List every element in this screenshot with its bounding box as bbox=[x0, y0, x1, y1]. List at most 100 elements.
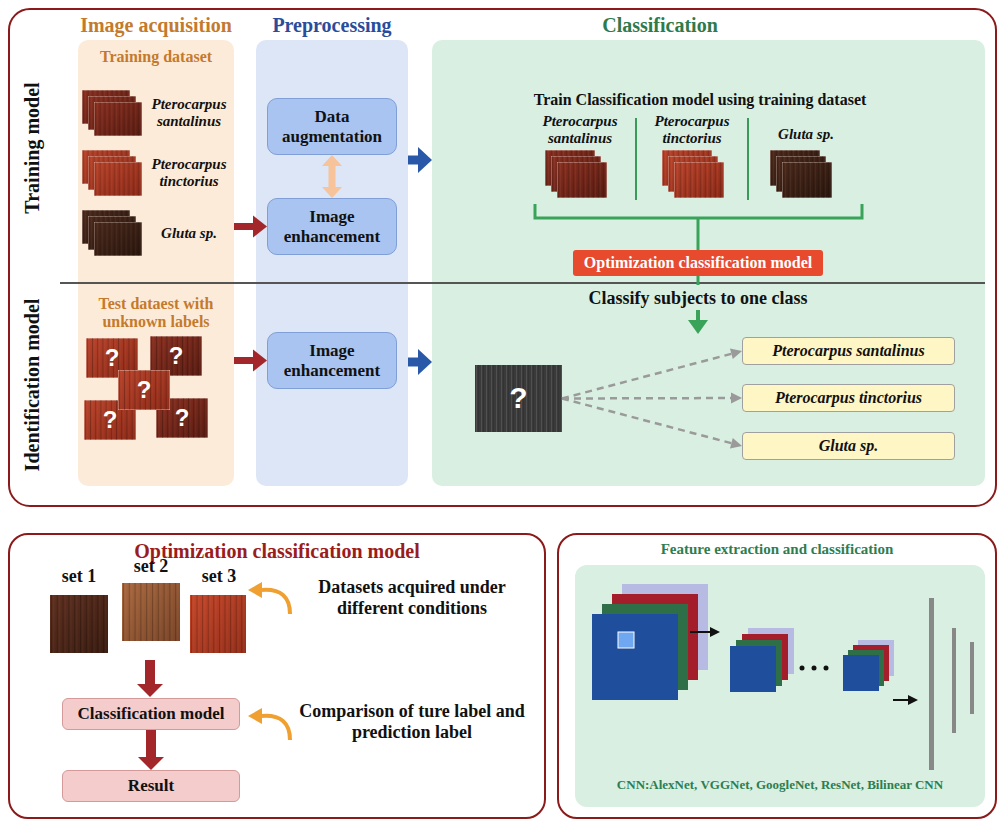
curved-arrow bbox=[262, 590, 290, 614]
arrow-head bbox=[253, 216, 267, 238]
connector bbox=[562, 399, 742, 449]
curved-arrow bbox=[262, 716, 290, 740]
wood-sample-stack bbox=[674, 162, 724, 198]
dataset-images bbox=[122, 583, 180, 641]
process-box: Image enhancement bbox=[267, 198, 397, 255]
set-label: set 2 bbox=[116, 556, 186, 577]
wood-sample-stack bbox=[82, 150, 142, 196]
classify-arrow bbox=[688, 320, 708, 334]
species-label: Pterocarpus santalinus bbox=[530, 113, 630, 148]
test-image-texture bbox=[475, 365, 562, 432]
column-heading: Image acquisition bbox=[51, 14, 261, 37]
species-label: Pterocarpus tinctorius bbox=[145, 156, 233, 191]
connector bbox=[234, 350, 267, 372]
connector-line bbox=[329, 165, 336, 188]
arrow-head bbox=[731, 393, 742, 404]
unknown-mark: ? bbox=[129, 376, 159, 404]
box-text: Result bbox=[122, 776, 180, 796]
dataset-images bbox=[190, 595, 246, 653]
process-box: Classification model bbox=[62, 698, 240, 730]
class-box: Gluta sp. bbox=[742, 432, 955, 460]
wood-sample-stack bbox=[94, 222, 142, 256]
cnn-layers bbox=[952, 628, 956, 733]
cnn-layers bbox=[843, 655, 879, 691]
connector-line bbox=[234, 223, 254, 230]
box-text: Image enhancement bbox=[268, 341, 396, 380]
curved-arrow bbox=[248, 582, 262, 598]
box-text: Image enhancement bbox=[268, 207, 396, 246]
row-label: Training model bbox=[21, 28, 44, 268]
box-text: Pterocarpus santalinus bbox=[766, 342, 930, 360]
step-heading: Train Classification model using trainin… bbox=[480, 91, 920, 109]
connector-line bbox=[408, 156, 419, 165]
cnn-layers bbox=[690, 631, 712, 633]
arrow-head bbox=[138, 757, 164, 770]
connector-line bbox=[234, 357, 254, 364]
box-text: Classification model bbox=[72, 704, 231, 724]
unknown-mark: ? bbox=[95, 406, 125, 434]
cnn-layers bbox=[893, 699, 910, 701]
set-label: set 1 bbox=[44, 566, 114, 587]
species-label: Pterocarpus santalinus bbox=[145, 96, 233, 131]
class-separator bbox=[635, 118, 637, 200]
process-box: Result bbox=[62, 770, 240, 802]
arrow-head bbox=[730, 348, 742, 359]
cnn-layers bbox=[970, 642, 974, 714]
box-text: Pterocarpus tinctorius bbox=[769, 389, 928, 407]
wood-sample-stack bbox=[782, 162, 832, 198]
arrow-head bbox=[253, 350, 267, 372]
cnn-layers bbox=[710, 627, 720, 637]
box-text: Data augmentation bbox=[268, 107, 396, 146]
connector bbox=[322, 155, 342, 198]
wood-sample-stack bbox=[662, 150, 724, 198]
unknown-mark: ? bbox=[167, 404, 197, 432]
step-heading: Classify subjects to one class bbox=[538, 288, 858, 309]
cnn-layers bbox=[618, 632, 634, 648]
box-text: Optimization classification model bbox=[578, 254, 818, 272]
dataset-images bbox=[50, 595, 108, 653]
unknown-wood-sample bbox=[118, 370, 170, 410]
species-label: Pterocarpus tinctorius bbox=[642, 113, 742, 148]
cnn-layers bbox=[929, 598, 934, 770]
panel-title: Feature extraction and classification bbox=[567, 541, 987, 558]
species-label: Gluta sp. bbox=[756, 126, 856, 143]
class-box: Pterocarpus tinctorius bbox=[742, 384, 955, 412]
class-box: Pterocarpus santalinus bbox=[742, 337, 955, 365]
down-arrow bbox=[145, 660, 155, 684]
unknown-mark: ? bbox=[97, 344, 127, 372]
arrow-head bbox=[418, 147, 432, 173]
arrow-head bbox=[730, 438, 742, 449]
panel-title: Optimization classification model bbox=[67, 540, 487, 563]
wood-sample-stack bbox=[557, 162, 607, 198]
connector-line bbox=[562, 354, 732, 399]
cnn-layers bbox=[730, 646, 776, 692]
down-arrow bbox=[137, 660, 163, 697]
cnn-layers bbox=[592, 584, 974, 770]
section-heading: Training dataset bbox=[81, 48, 231, 66]
connector bbox=[562, 393, 742, 404]
unknown-wood-sample bbox=[84, 336, 208, 440]
process-box: Image enhancement bbox=[267, 332, 397, 389]
wood-sample-stack bbox=[94, 102, 142, 136]
species-label: Gluta sp. bbox=[145, 225, 233, 242]
note-label: Comparison of ture label and prediction … bbox=[295, 701, 530, 742]
cnn-layers bbox=[592, 614, 678, 700]
dataset-images bbox=[50, 583, 246, 653]
cnn-layers bbox=[812, 666, 817, 671]
cnn-layers bbox=[908, 695, 918, 705]
note-label: Datasets acquired under different condit… bbox=[295, 577, 530, 618]
column-band: PreprocessingData augmentationImage enha… bbox=[256, 40, 408, 486]
arrow-head bbox=[418, 349, 432, 375]
curved-arrow bbox=[248, 708, 262, 724]
connector-line bbox=[146, 730, 156, 758]
wood-sample-stack bbox=[82, 210, 142, 256]
model-list: CNN:AlexNet, VGGNet, GoogleNet, ResNet, … bbox=[580, 778, 980, 793]
cnn-area bbox=[575, 565, 985, 807]
connector bbox=[408, 147, 432, 173]
connector-line bbox=[562, 399, 732, 444]
section-heading: Test dataest with unknown labels bbox=[86, 295, 226, 332]
connector bbox=[408, 349, 432, 375]
box-text: ? bbox=[503, 381, 533, 416]
